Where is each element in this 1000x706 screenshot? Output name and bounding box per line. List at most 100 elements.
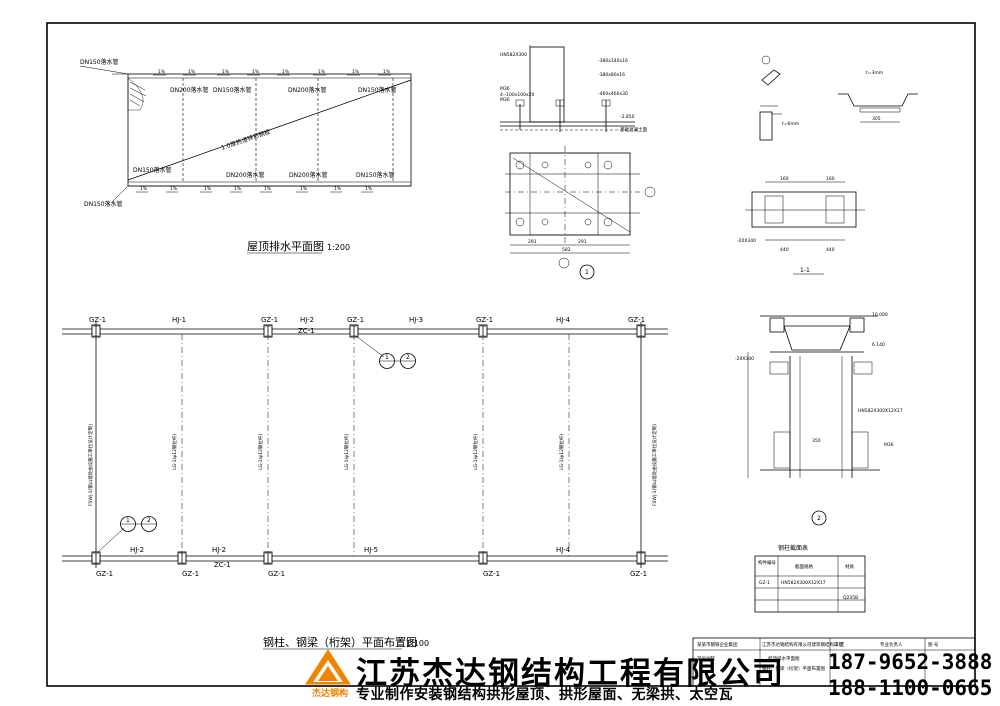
roof-drainage-plan: 1%1%1%1%1%1%1%1% 1%1%1%1%1%1%1%1% DN150落… xyxy=(79,58,412,254)
svg-text:291: 291 xyxy=(578,239,587,245)
tie-label-4: LG-1(φ12钢拉杆) xyxy=(472,434,479,470)
svg-text:291: 291 xyxy=(528,239,537,245)
section-table: 钢柱截面表 构件编号 截面规格 材质 GZ-1 HN582X300X12X17 … xyxy=(754,544,866,613)
col-label-t1: GZ-1 xyxy=(89,316,106,324)
svg-text:M36: M36 xyxy=(884,442,894,448)
detail-1-marker: 1 xyxy=(585,269,589,276)
svg-text:160: 160 xyxy=(780,176,789,182)
col-label-t5: GZ-1 xyxy=(628,316,645,324)
svg-text:HN582X300X12X17: HN582X300X12X17 xyxy=(781,580,826,586)
pipe-label-dn200-2: DN200落水管 xyxy=(288,86,327,94)
svg-text:t=6mm: t=6mm xyxy=(782,121,799,127)
svg-text:-380x80x16: -380x80x16 xyxy=(598,72,625,78)
svg-text:-20X340: -20X340 xyxy=(735,356,754,362)
svg-text:t=3mm: t=3mm xyxy=(866,70,883,76)
svg-text:钢柱、钢梁（桁架）平面布置图: 钢柱、钢梁（桁架）平面布置图 xyxy=(762,665,825,672)
steel-column xyxy=(478,551,488,565)
table-title: 钢柱截面表 xyxy=(778,544,808,552)
hn-label: HN582X300X12X17 xyxy=(858,408,903,414)
svg-text:-2.850: -2.850 xyxy=(620,114,635,120)
svg-text:440: 440 xyxy=(826,247,835,253)
brace-label-bot: ZC-1 xyxy=(214,561,231,569)
frame-layout-plan: GZ-1 GZ-1 GZ-1 GZ-1 GZ-1 HJ-1 HJ-2 HJ-3 … xyxy=(62,316,668,650)
svg-text:基础混凝土面: 基础混凝土面 xyxy=(620,126,647,133)
svg-text:HN582X300: HN582X300 xyxy=(500,52,527,58)
steel-column xyxy=(478,324,488,338)
tie-label-1: LG-1(φ12钢拉杆) xyxy=(171,434,178,470)
roof-diag-label: 1.0厚热浸锌彩钢板 xyxy=(220,128,271,152)
slope-mark: 1% xyxy=(264,186,272,192)
pipe-label-dn150-tl: DN150落水管 xyxy=(80,58,119,66)
brace-label-top: ZC-1 xyxy=(298,327,315,335)
detail-2-marker: 2 xyxy=(817,515,821,522)
svg-text:江苏杰达钢结构有限公司建筑钢结构工程: 江苏杰达钢结构有限公司建筑钢结构工程 xyxy=(762,641,843,648)
slope-mark: 1% xyxy=(252,69,260,75)
col-label-b4: GZ-1 xyxy=(483,570,500,578)
svg-text:440: 440 xyxy=(780,247,789,253)
svg-text:305: 305 xyxy=(872,116,881,122)
roof-plan-scale: 1:200 xyxy=(327,243,350,252)
elev-mid: 6.140 xyxy=(872,342,885,348)
beam-label-hj3: HJ-3 xyxy=(409,316,423,324)
title-block: 某某市钢铁企业集团 某设计院 江苏杰达钢结构有限公司建筑钢结构工程 屋顶排水平面… xyxy=(692,637,976,687)
pipe-label-dn150-2: DN150落水管 xyxy=(358,86,397,94)
beam-label-hj2-b2: HJ-2 xyxy=(212,546,226,554)
svg-text:2: 2 xyxy=(147,517,151,524)
elev-top: 10.000 xyxy=(872,312,888,318)
banner-company-name: 江苏杰达钢结构工程有限公司 xyxy=(356,656,785,692)
tie-label-5: LG-1(φ12钢拉杆) xyxy=(558,434,565,470)
pipe-label-dn150-3: DN150落水管 xyxy=(133,166,172,174)
banner-phone-1: 187-9652-3888 xyxy=(828,650,993,674)
svg-text:Q235B: Q235B xyxy=(843,595,858,601)
slope-mark: 1% xyxy=(140,186,148,192)
tie-label-3: LG-1(φ12钢拉杆) xyxy=(343,434,350,470)
slope-mark: 1% xyxy=(170,186,178,192)
slope-mark: 1% xyxy=(234,186,242,192)
col-label-b3: GZ-1 xyxy=(268,570,285,578)
svg-text:4--100x100x20: 4--100x100x20 xyxy=(500,92,534,98)
steel-column xyxy=(636,551,646,565)
col-label-t4: GZ-1 xyxy=(476,316,493,324)
slope-mark: 1% xyxy=(300,186,308,192)
pipe-label-dn150-1: DN150落水管 xyxy=(213,86,252,94)
beam-label-hj2-top: HJ-2 xyxy=(300,316,314,324)
slope-mark: 1% xyxy=(222,69,230,75)
svg-text:1: 1 xyxy=(385,354,389,361)
detail-1-base: HN582X300 -380x140x16 -380x80x16 -460x46… xyxy=(500,45,656,280)
callout-left: 1 2 xyxy=(97,516,157,553)
svg-text:-460x460x30: -460x460x30 xyxy=(598,91,628,97)
pipe-label-dn200-1: DN200落水管 xyxy=(170,86,209,94)
steel-column xyxy=(177,551,187,565)
gable-label-right: FSWJ-1(钢山墙处由设施工单位设计定制) xyxy=(651,424,658,506)
banner-slogan: 专业制作安装钢结构拱形屋顶、拱形屋面、无梁拱、太空瓦 xyxy=(356,687,733,703)
steel-column xyxy=(91,551,101,565)
banner-brand-mark: 杰达钢构 xyxy=(312,689,349,699)
slope-mark: 1% xyxy=(188,69,196,75)
pipe-label-dn200-4: DN200落水管 xyxy=(289,171,328,179)
svg-text:160: 160 xyxy=(826,176,835,182)
col-label-t3: GZ-1 xyxy=(347,316,364,324)
svg-text:GZ-1: GZ-1 xyxy=(759,580,770,586)
beam-label-hj5: HJ-5 xyxy=(364,546,378,554)
col-label-b1: GZ-1 xyxy=(96,570,113,578)
svg-text:截面规格: 截面规格 xyxy=(795,563,813,570)
svg-text:审 定: 审 定 xyxy=(834,641,845,648)
steel-column xyxy=(263,324,273,338)
section-1-1-label: 1-1 xyxy=(800,267,810,274)
roof-plan-title: 屋顶排水平面图 xyxy=(247,239,324,253)
pipe-label-dn150-4: DN150落水管 xyxy=(356,171,395,179)
svg-text:2: 2 xyxy=(406,354,410,361)
beam-label-hj2-b1: HJ-2 xyxy=(130,546,144,554)
steel-column xyxy=(636,324,646,338)
frame-plan-title: 钢柱、钢梁（桁架）平面布置图 xyxy=(263,635,417,649)
svg-text:-380x140x16: -380x140x16 xyxy=(598,58,628,64)
svg-text:1: 1 xyxy=(126,517,130,524)
svg-text:某某市钢铁企业集团: 某某市钢铁企业集团 xyxy=(697,641,738,648)
beam-label-hj4-top: HJ-4 xyxy=(556,316,571,324)
callout-top: 1 2 xyxy=(355,335,416,369)
svg-text:屋顶排水平面图: 屋顶排水平面图 xyxy=(768,655,800,662)
col-label-b5: GZ-1 xyxy=(630,570,647,578)
svg-text:图 号: 图 号 xyxy=(928,642,939,648)
slope-mark: 1% xyxy=(352,69,360,75)
